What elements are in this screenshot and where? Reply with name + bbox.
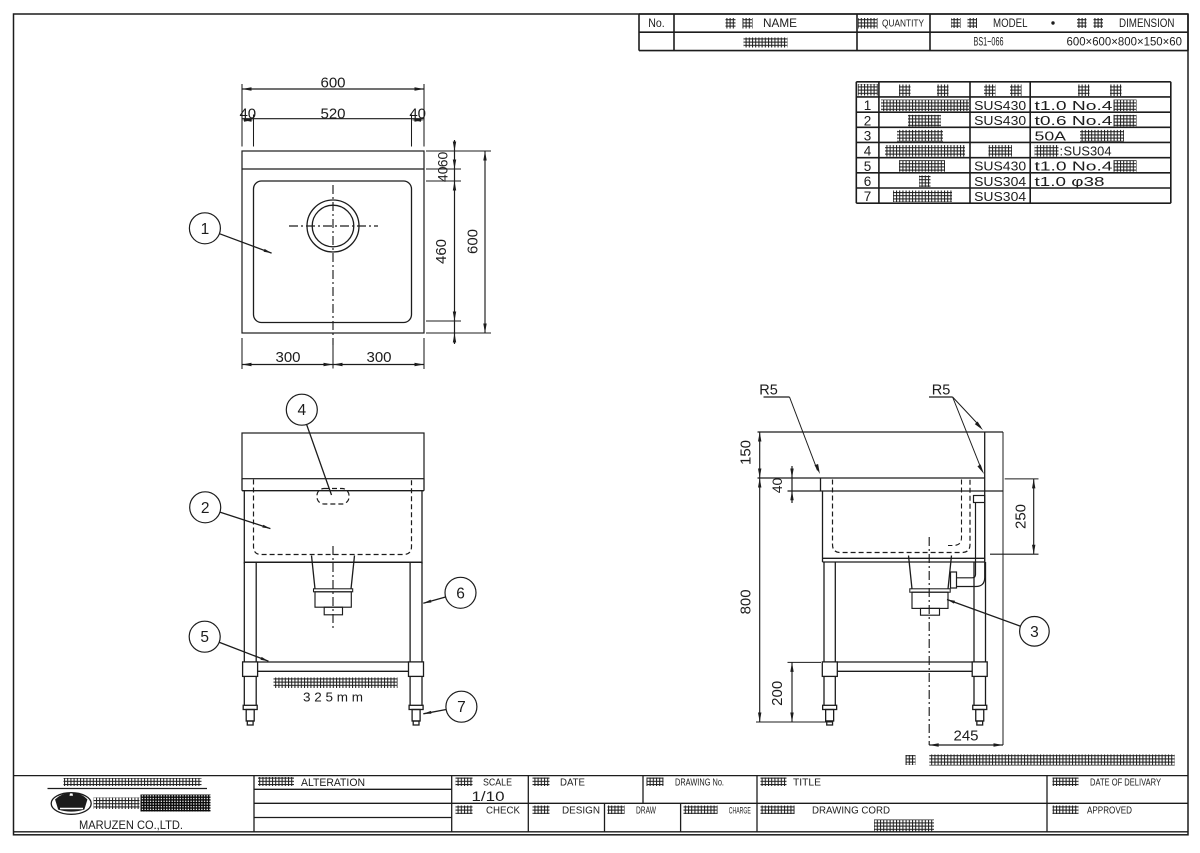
svg-text:t0.6 No.4: t0.6 No.4 (1035, 113, 1113, 128)
svg-text:520: 520 (320, 105, 345, 122)
svg-text:7: 7 (864, 189, 872, 204)
svg-text:MARUZEN CO.,LTD.: MARUZEN CO.,LTD. (79, 820, 183, 832)
svg-text:6: 6 (864, 174, 872, 189)
svg-text:SUS304: SUS304 (1064, 144, 1112, 159)
svg-text:2: 2 (201, 500, 210, 517)
svg-text:2: 2 (864, 113, 872, 128)
svg-text:200: 200 (769, 681, 786, 706)
svg-text:SUS304: SUS304 (974, 174, 1026, 189)
svg-text:t1.0 No.4: t1.0 No.4 (1035, 98, 1113, 113)
svg-text:60: 60 (434, 152, 450, 168)
svg-text:DATE OF DELIVARY: DATE OF DELIVARY (1090, 778, 1161, 789)
svg-text:40: 40 (769, 478, 785, 494)
svg-text:600×600×800×150×60: 600×600×800×150×60 (1067, 35, 1183, 49)
svg-text:600: 600 (320, 74, 345, 91)
svg-text:40: 40 (239, 105, 256, 122)
svg-text:R5: R5 (932, 383, 951, 399)
svg-text:ALTERATION: ALTERATION (301, 777, 365, 789)
svg-text:4: 4 (297, 402, 306, 419)
svg-text:4: 4 (864, 144, 872, 159)
svg-text:800: 800 (738, 589, 755, 614)
svg-text:1: 1 (201, 221, 210, 238)
svg-text:No.: No. (648, 18, 665, 30)
svg-text:5: 5 (864, 159, 872, 174)
svg-text:1/10: 1/10 (472, 789, 505, 804)
svg-text:DRAWING CORD: DRAWING CORD (812, 806, 890, 817)
svg-text:SUS430: SUS430 (974, 113, 1026, 128)
svg-text:250: 250 (1013, 504, 1030, 529)
svg-text:SUS304: SUS304 (974, 189, 1026, 204)
svg-text:CHARGE: CHARGE (729, 806, 751, 817)
svg-text:5: 5 (200, 629, 209, 646)
svg-text:NAME: NAME (763, 18, 797, 30)
svg-text:t1.0 No.4: t1.0 No.4 (1035, 159, 1113, 174)
svg-text:SUS430: SUS430 (974, 159, 1026, 174)
svg-text:t1.0 φ38: t1.0 φ38 (1035, 174, 1105, 189)
svg-text:CHECK: CHECK (486, 806, 520, 817)
svg-text:7: 7 (457, 699, 466, 716)
svg-text:460: 460 (433, 239, 450, 264)
svg-text:DESIGN: DESIGN (562, 806, 600, 817)
svg-text:3: 3 (1030, 624, 1039, 641)
svg-text:DRAW: DRAW (636, 806, 656, 817)
svg-text:SUS430: SUS430 (974, 98, 1026, 113)
svg-text:QUANTITY: QUANTITY (882, 18, 924, 30)
svg-text:6: 6 (456, 585, 465, 602)
svg-text:300: 300 (366, 349, 391, 366)
svg-text:SCALE: SCALE (483, 778, 512, 789)
svg-text:1: 1 (864, 98, 872, 113)
svg-text:600: 600 (465, 229, 482, 254)
svg-text::: : (1060, 144, 1064, 159)
svg-text:BS1−066: BS1−066 (974, 35, 1004, 49)
svg-text:APPROVED: APPROVED (1087, 806, 1132, 817)
svg-text:300: 300 (275, 349, 300, 366)
svg-text:TITLE: TITLE (793, 778, 821, 789)
svg-text:245: 245 (953, 727, 978, 744)
svg-text:150: 150 (738, 440, 755, 465)
svg-text:DIMENSION: DIMENSION (1119, 18, 1175, 30)
svg-text:50A: 50A (1035, 128, 1067, 143)
svg-text:40: 40 (409, 105, 426, 122)
svg-text:DRAWING No.: DRAWING No. (675, 778, 724, 789)
svg-text:3 2 5 m m: 3 2 5 m m (303, 691, 363, 705)
svg-text:3: 3 (864, 129, 872, 144)
svg-text:DATE: DATE (560, 778, 585, 789)
svg-text:R5: R5 (759, 383, 778, 399)
svg-text:40: 40 (434, 166, 450, 182)
svg-text:MODEL: MODEL (993, 18, 1028, 30)
